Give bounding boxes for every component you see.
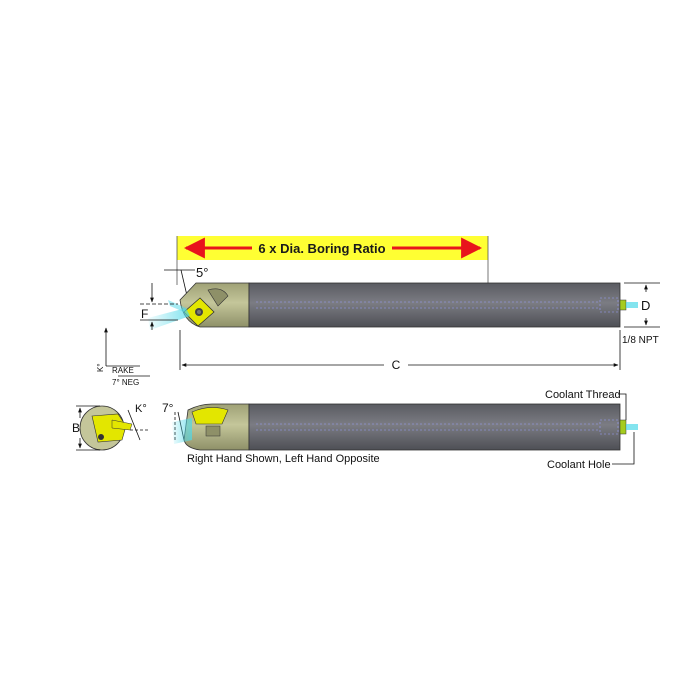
dim-b-label: B bbox=[72, 421, 80, 435]
dim-f-label: F bbox=[141, 307, 148, 321]
banner-text-bg bbox=[252, 239, 392, 257]
k-side-label: K° bbox=[135, 403, 147, 415]
side-coolant-fitting bbox=[619, 419, 627, 435]
side-coolant-spray bbox=[172, 418, 192, 444]
dim-d: D 1/8 NPT bbox=[622, 282, 660, 346]
top-coolant-fitting bbox=[619, 299, 627, 311]
caption: Right Hand Shown, Left Hand Opposite bbox=[187, 453, 380, 465]
angle-side-label: 7° bbox=[162, 401, 174, 415]
coolant-thread-label: Coolant Thread bbox=[545, 389, 621, 401]
rake-axis: K° RAKE 7° NEG bbox=[96, 327, 150, 387]
end-view: B K° bbox=[72, 403, 150, 451]
dim-d-label: D bbox=[641, 298, 650, 313]
top-bar-shank bbox=[248, 282, 621, 328]
dim-c-label: C bbox=[392, 358, 401, 372]
coolant-hole-label: Coolant Hole bbox=[547, 459, 611, 471]
banner-text: 6 x Dia. Boring Ratio bbox=[258, 241, 385, 256]
npt-label: 1/8 NPT bbox=[622, 335, 659, 346]
side-bar-shank bbox=[248, 403, 621, 451]
top-coolant-spray bbox=[148, 308, 190, 330]
angle-top-label: 5° bbox=[196, 265, 208, 280]
side-view-bar bbox=[172, 403, 638, 451]
boring-ratio-banner: 6 x Dia. Boring Ratio bbox=[176, 236, 489, 290]
dim-c: C bbox=[179, 330, 621, 372]
dim-f: F bbox=[140, 283, 178, 330]
coolant-callouts: Coolant Thread Coolant Hole bbox=[545, 389, 635, 471]
rake-label: RAKE bbox=[112, 366, 134, 375]
k-axis-label: K° bbox=[96, 363, 105, 372]
neg-label: 7° NEG bbox=[112, 378, 139, 387]
top-view-bar bbox=[148, 282, 638, 330]
